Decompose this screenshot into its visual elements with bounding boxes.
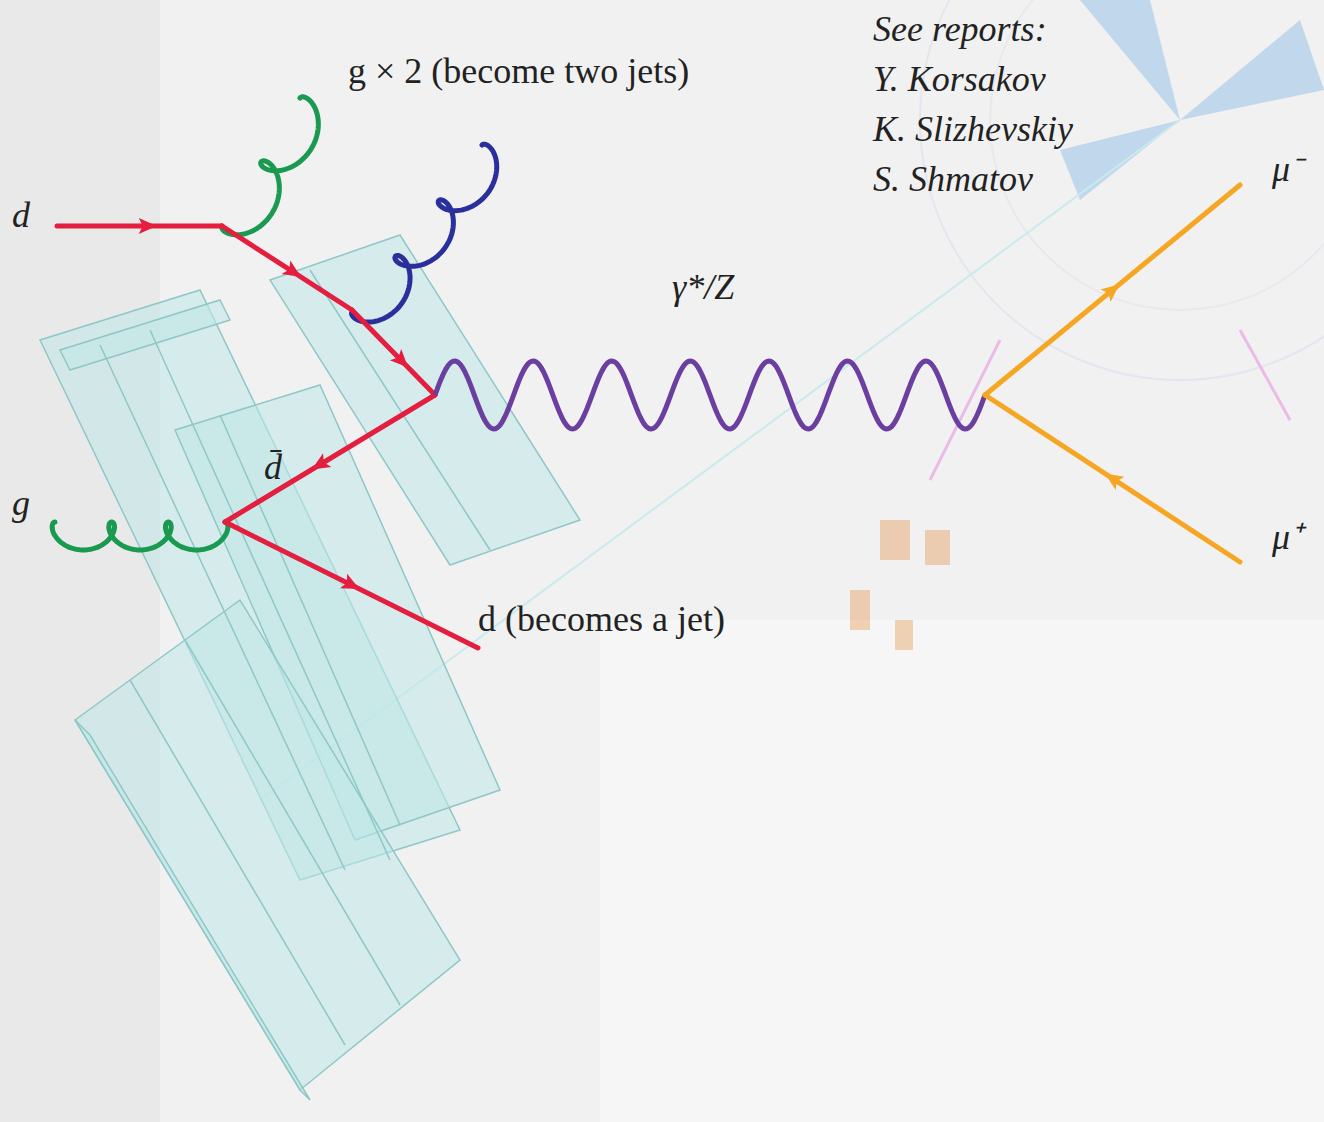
module <box>75 720 310 1100</box>
fermion-line <box>225 522 478 648</box>
module-edge <box>100 345 345 870</box>
particle-label: d <box>12 196 30 236</box>
gluon-line <box>222 97 319 235</box>
module-edge <box>220 415 400 825</box>
track <box>1240 330 1290 420</box>
fermion-line <box>57 224 222 229</box>
arrowhead <box>340 574 363 596</box>
calorimeter-hit <box>880 520 910 560</box>
particle-label: μ⁺ <box>1272 518 1302 558</box>
fermion-line <box>222 226 352 310</box>
module <box>60 300 230 370</box>
author-name: S. Shmatov <box>873 160 1033 200</box>
module-edge <box>310 270 490 550</box>
track <box>930 340 1000 480</box>
fermion-line <box>225 395 435 522</box>
arrowhead <box>308 453 332 476</box>
arrowhead <box>1100 278 1124 302</box>
note-heading: See reports: <box>873 10 1047 50</box>
arrowhead <box>139 218 157 234</box>
particle-label: μ⁻ <box>1272 150 1302 190</box>
author-name: K. Slizhevskiy <box>873 110 1073 150</box>
process-label: d (becomes a jet) <box>478 600 725 640</box>
background-panel <box>0 0 160 1122</box>
arrowhead <box>1101 467 1125 490</box>
gluon-line <box>352 144 497 322</box>
process-label: g × 2 (become two jets) <box>348 52 689 92</box>
fermion-line <box>985 185 1240 395</box>
jet-cone <box>1060 120 1180 200</box>
arrowhead <box>282 261 306 284</box>
fermion-line <box>985 395 1240 562</box>
arrowhead <box>390 349 414 373</box>
module-edge <box>150 330 390 860</box>
calorimeter-hit <box>895 620 913 650</box>
particle-label: d̄ <box>264 448 282 488</box>
calorimeter-hit <box>850 590 870 630</box>
module-edge <box>130 680 345 1045</box>
jet-cone <box>1080 0 1180 120</box>
fermion-line <box>352 310 435 395</box>
jet-cone <box>1180 20 1324 120</box>
particle-label: g <box>12 484 30 524</box>
photon-line <box>435 361 985 429</box>
detector-modules <box>40 235 580 1100</box>
gluon-line <box>52 522 228 550</box>
particle-label: γ*/Z <box>672 268 734 308</box>
background-panel <box>600 620 1324 1122</box>
module-edge <box>185 640 400 1005</box>
calorimeter-hit <box>925 530 950 565</box>
module <box>75 600 460 1090</box>
author-name: Y. Korsakov <box>873 60 1046 100</box>
